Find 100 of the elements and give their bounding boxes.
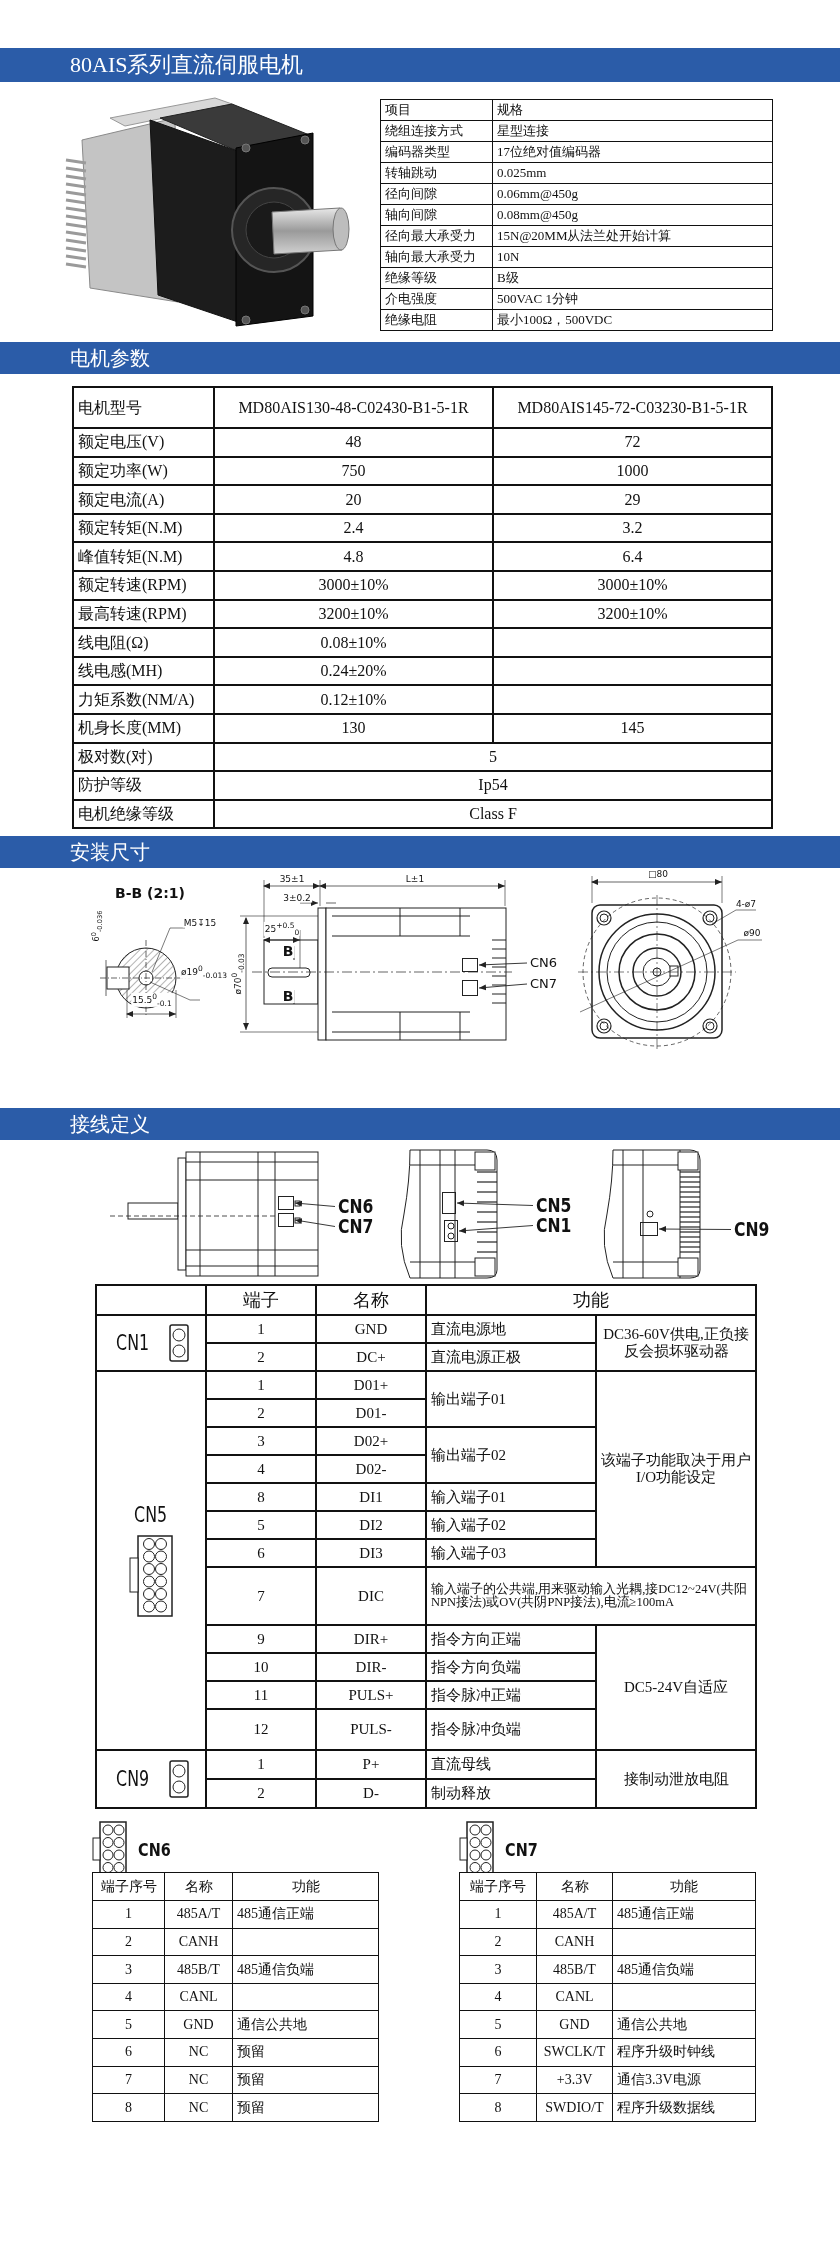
table-cell: 电机绝缘等级 xyxy=(73,799,214,829)
connector-symbol xyxy=(462,958,478,972)
table-cell: 最小100Ω，500VDC xyxy=(492,309,773,331)
table-cell: 星型连接 xyxy=(492,120,773,142)
table-cell: 2.4 xyxy=(214,513,493,543)
table-cell: 2 xyxy=(206,1399,316,1427)
table-cell: 程序升级数据线 xyxy=(612,2093,756,2122)
table-cell: CANH xyxy=(164,1928,233,1956)
table-cell: P+ xyxy=(316,1750,426,1779)
table-cell: 功能 xyxy=(612,1872,756,1901)
table-cell: 7 xyxy=(206,1567,316,1625)
connector-label: CN1 xyxy=(536,1215,572,1236)
table-cell: 6 xyxy=(92,2038,165,2067)
table-cell: 20 xyxy=(214,485,493,514)
connector-symbol xyxy=(444,1220,458,1242)
table-cell: 750 xyxy=(214,456,493,486)
table-cell: 3.2 xyxy=(493,513,772,543)
table-cell: 10 xyxy=(206,1653,316,1681)
table-cell: 10N xyxy=(492,246,773,268)
dimension-label: 35±1 xyxy=(278,874,306,884)
table-cell: CANL xyxy=(164,1983,233,2011)
table-cell: SWDIO/T xyxy=(536,2093,613,2122)
table-cell: 3 xyxy=(459,1955,537,1984)
table-cell: MD80AIS130-48-C02430-B1-5-1R xyxy=(214,387,493,428)
table-cell: 指令方向正端 xyxy=(426,1625,596,1653)
table-cell: NC xyxy=(164,2038,233,2067)
table-cell: 8 xyxy=(92,2093,165,2122)
table-cell: 12 xyxy=(206,1709,316,1750)
table-cell: 0.06mm@450g xyxy=(492,183,773,205)
table-cell: DC+ xyxy=(316,1343,426,1371)
table-cell: 1 xyxy=(92,1900,165,1929)
table-cell: 机身长度(MM) xyxy=(73,713,214,743)
table-cell: 5 xyxy=(92,2010,165,2039)
table-cell: DIC xyxy=(316,1567,426,1625)
table-cell: 7 xyxy=(459,2066,537,2094)
connector-label: CN7 xyxy=(505,1838,538,1860)
connector-label: CN7 xyxy=(338,1216,374,1237)
connector-label: CN5 xyxy=(536,1195,572,1216)
table-cell: 1000 xyxy=(493,456,772,486)
table-cell: 3200±10% xyxy=(493,599,772,629)
connector-label: CN9 xyxy=(734,1219,770,1240)
section-header: 电机参数 xyxy=(0,342,840,374)
header-cell: 名称 xyxy=(316,1285,426,1315)
table-cell: 0.12±10% xyxy=(214,685,493,714)
connector-label: CN6 xyxy=(338,1196,374,1217)
table-cell: 名称 xyxy=(536,1872,613,1901)
header-cell: 功能 xyxy=(426,1285,756,1315)
connector-label: CN6 xyxy=(138,1838,171,1860)
table-cell: 2 xyxy=(92,1928,165,1956)
table-cell: 径向间隙 xyxy=(380,183,493,205)
table-cell: 绝缘等级 xyxy=(380,267,493,289)
table-cell: 0.08mm@450g xyxy=(492,204,773,226)
table-cell: DC36-60V供电,正负接反会损坏驱动器 xyxy=(596,1315,756,1371)
table-cell: 485通信正端 xyxy=(612,1900,756,1929)
table-cell: 通信公共地 xyxy=(612,2010,756,2039)
table-cell: 1 xyxy=(206,1750,316,1779)
table-cell: D01+ xyxy=(316,1371,426,1399)
table-cell: 4.8 xyxy=(214,542,493,571)
table-cell: DC5-24V自适应 xyxy=(596,1625,756,1750)
table-cell: 2 xyxy=(206,1779,316,1808)
table-cell: 额定转速(RPM) xyxy=(73,570,214,600)
table-cell: 1 xyxy=(206,1315,316,1343)
connector-symbol xyxy=(462,980,478,996)
table-cell: GND xyxy=(536,2010,613,2039)
table-cell: 9 xyxy=(206,1625,316,1653)
table-cell: NC xyxy=(164,2093,233,2122)
table-cell: DIR- xyxy=(316,1653,426,1681)
table-cell: D02+ xyxy=(316,1427,426,1455)
table-cell: 名称 xyxy=(164,1872,233,1901)
table-cell: DI2 xyxy=(316,1511,426,1539)
table-cell: 29 xyxy=(493,485,772,514)
dimension-label: L±1 xyxy=(404,874,426,884)
header-cell: 端子 xyxy=(206,1285,316,1315)
table-cell: 项目 xyxy=(380,99,493,121)
section-mark: B xyxy=(281,944,295,958)
table-cell: 0.08±10% xyxy=(214,628,493,657)
table-cell: 3000±10% xyxy=(214,570,493,600)
table-cell: 7 xyxy=(92,2066,165,2094)
table-cell: 绕组连接方式 xyxy=(380,120,493,142)
table-cell: 130 xyxy=(214,713,493,743)
table-cell: 485B/T xyxy=(536,1955,613,1984)
section-header: 安装尺寸 xyxy=(0,836,840,868)
section-mark: B xyxy=(281,989,295,1003)
table-cell: 端子序号 xyxy=(459,1872,537,1901)
table-cell: 0.025mm xyxy=(492,162,773,184)
connector-label: CN5 xyxy=(134,1503,168,1528)
title-bar: 80AIS系列直流伺服电机 xyxy=(0,48,840,82)
table-cell: B级 xyxy=(492,267,773,289)
table-cell: 直流母线 xyxy=(426,1750,596,1779)
table-cell: 最高转速(RPM) xyxy=(73,599,214,629)
table-cell: 6 xyxy=(459,2038,537,2067)
table-cell: 接制动泄放电阻 xyxy=(596,1750,756,1808)
table-cell: 3 xyxy=(92,1955,165,1984)
table-cell: 5 xyxy=(206,1511,316,1539)
table-cell: CANL xyxy=(536,1983,613,2011)
table-cell: 5 xyxy=(214,742,772,772)
table-cell: 485A/T xyxy=(164,1900,233,1929)
table-cell: 额定电压(V) xyxy=(73,428,214,457)
table-cell: DI1 xyxy=(316,1483,426,1511)
table-cell: 0.24±20% xyxy=(214,656,493,686)
